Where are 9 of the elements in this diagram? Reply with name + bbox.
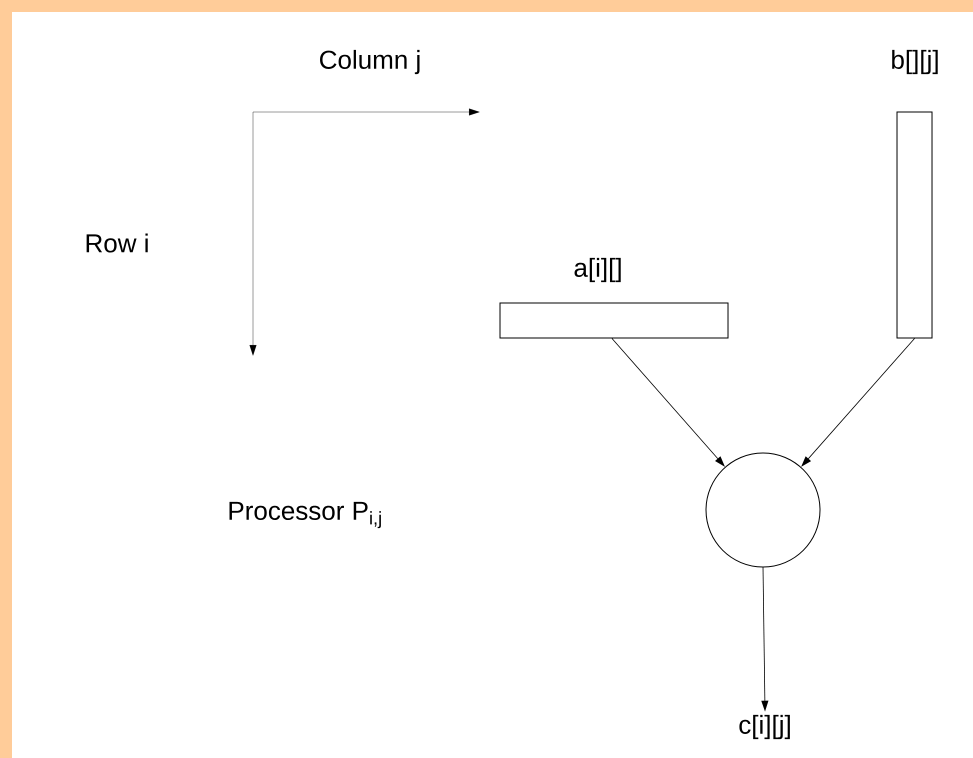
node-label: a[i][] [574, 258, 621, 282]
processor-circle [706, 452, 820, 568]
bar-box: b[][j] [892, 50, 938, 338]
node-label: b[][j] [892, 50, 938, 74]
text-label: Column j [320, 50, 420, 74]
text-label: Processor P$_{i,j}$ [230, 502, 381, 528]
text-label: Row i [86, 233, 148, 253]
bar-box: a[i][] [500, 258, 728, 338]
output-label: c[i][j] [739, 714, 790, 740]
